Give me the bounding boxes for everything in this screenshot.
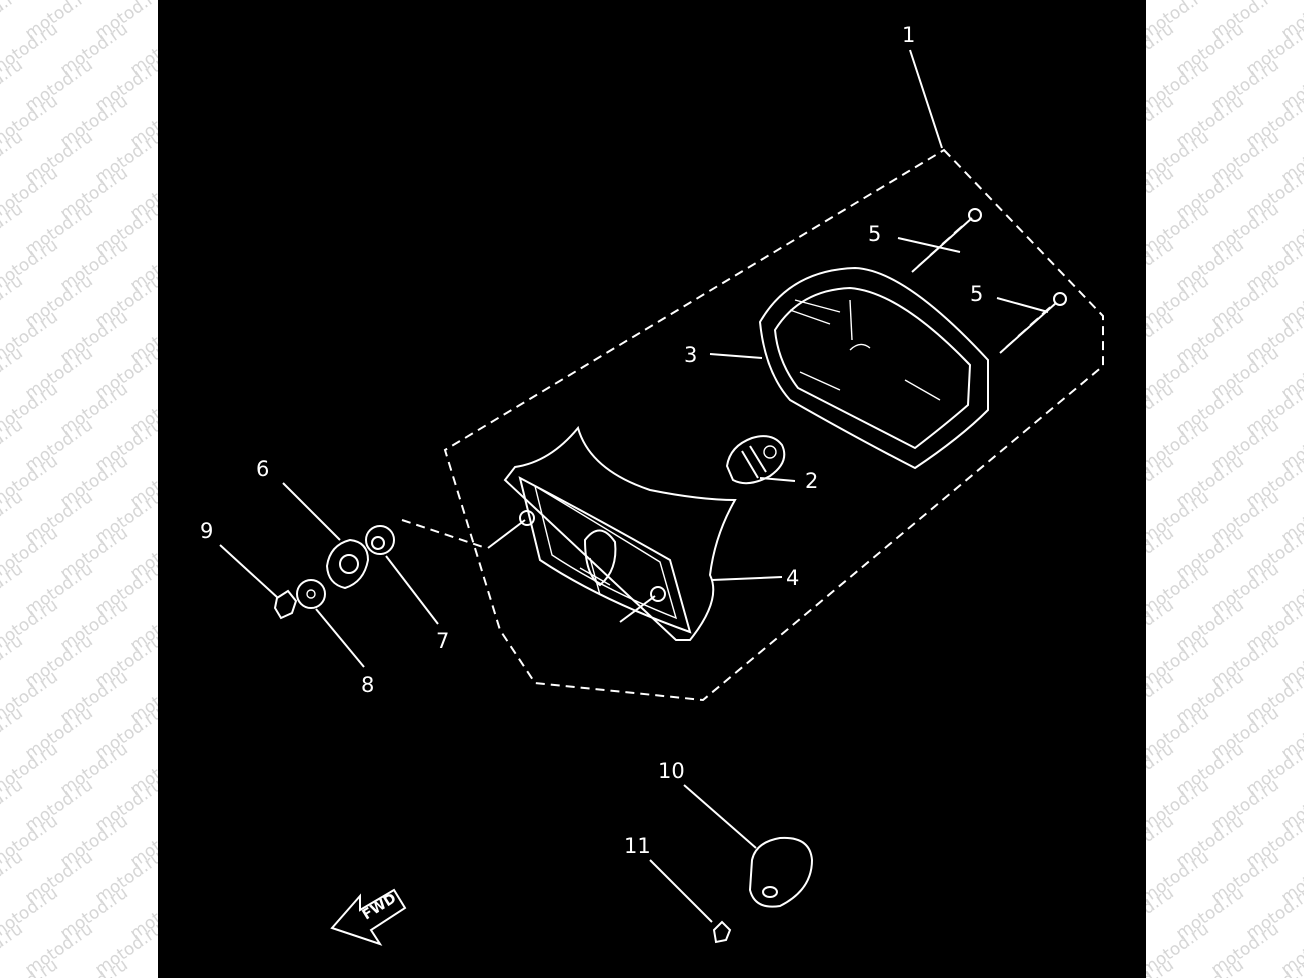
reflector [748,836,814,908]
leader-6 [282,482,341,541]
diagram-panel [158,0,1146,978]
leader-7 [385,555,439,625]
callout-8: 8 [361,673,374,697]
leader-5-lower [996,297,1049,313]
callout-5-lower: 5 [970,282,983,306]
callout-5-upper: 5 [868,222,881,246]
collar [365,525,395,555]
callout-11: 11 [624,834,651,858]
callout-7: 7 [436,629,449,653]
leader-1 [909,49,943,149]
bulb [725,435,786,485]
callout-1: 1 [902,23,915,47]
leader-4 [711,576,783,581]
callout-6: 6 [256,457,269,481]
washer [296,579,326,609]
callout-9: 9 [200,519,213,543]
leader-5-upper [897,237,961,253]
grommet [325,538,370,590]
callout-2: 2 [805,469,818,493]
taillight-lens [758,266,989,470]
nut [273,589,298,620]
callout-10: 10 [658,759,685,783]
leader-11 [649,859,713,923]
callout-4: 4 [786,566,799,590]
callout-3: 3 [684,343,697,367]
reflector-nut [712,920,732,944]
leader-3 [709,353,763,359]
leader-10 [683,784,757,849]
leader-9 [219,544,279,599]
assembly-boundary [443,148,1104,702]
leader-2 [759,477,796,482]
taillight-housing [487,425,737,641]
leader-8 [315,608,365,668]
screw-upper [911,208,982,273]
